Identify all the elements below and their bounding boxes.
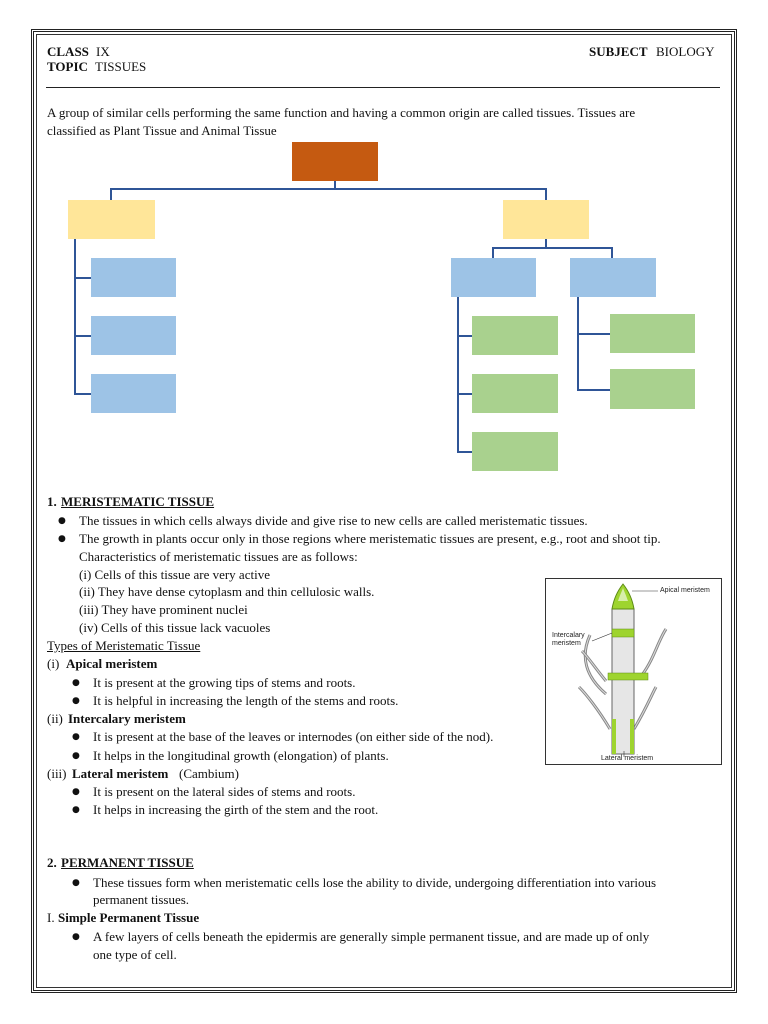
tree-connector: [577, 333, 610, 335]
lateral-strip-icon: [630, 719, 634, 754]
simple-title: Simple Permanent Tissue: [58, 910, 200, 925]
tree-connector: [457, 393, 472, 395]
tree-connector: [545, 239, 547, 248]
leaf-icon: [583, 634, 607, 696]
header-divider: [46, 87, 720, 88]
tree-right-child-1: [451, 258, 536, 297]
topic-label: TOPIC: [47, 59, 88, 74]
tree-leaf-1: [472, 316, 558, 355]
tree-left-child-2: [91, 316, 176, 355]
tree-connector: [334, 181, 336, 189]
intro-line-2: classified as Plant Tissue and Animal Ti…: [47, 123, 277, 138]
bullet-icon: ●: [72, 732, 80, 742]
intercalary-bullet-2: It helps in the longitudinal growth (elo…: [93, 748, 389, 763]
tree-connector: [74, 393, 91, 395]
bullet-icon: ●: [72, 932, 80, 942]
permanent-bullet-1-cont: permanent tissues.: [93, 892, 190, 907]
intercalary-meristem-label-line1: Intercalary: [552, 632, 585, 639]
characteristic-2: (ii) They have dense cytoplasm and thin …: [79, 584, 375, 599]
tree-connector: [457, 297, 459, 452]
section-1-heading: MERISTEMATIC TISSUE: [61, 494, 215, 509]
intercalary-band-icon: [611, 628, 635, 638]
characteristic-4: (iv) Cells of this tissue lack vacuoles: [79, 620, 271, 635]
tree-connector: [492, 247, 494, 258]
types-heading: Types of Meristematic Tissue: [47, 638, 201, 653]
tree-connector: [577, 297, 579, 390]
characteristic-3: (iii) They have prominent nuclei: [79, 602, 248, 617]
section-1-number: 1.: [47, 494, 57, 509]
apical-prefix: (i): [47, 656, 60, 671]
bullet-icon: ●: [58, 534, 66, 544]
tree-leaf-3: [472, 432, 558, 471]
tree-connector: [110, 188, 112, 200]
tree-connector: [492, 247, 613, 249]
tree-left-box: [68, 200, 155, 239]
tree-connector: [74, 335, 91, 337]
tree-connector: [545, 188, 547, 200]
tree-right-box: [503, 200, 589, 239]
tree-left-child-1: [91, 258, 176, 297]
meristem-figure: Apical meristem Intercalary meristem Lat…: [545, 578, 722, 765]
class-value: IX: [96, 44, 110, 59]
lateral-prefix: (iii): [47, 766, 67, 781]
bullet-icon: ●: [72, 787, 80, 797]
meristematic-bullet-2-cont: Characteristics of meristematic tissues …: [79, 549, 358, 564]
apical-title: Apical meristem: [66, 656, 158, 671]
tree-connector: [74, 239, 76, 394]
tree-connector: [110, 188, 547, 190]
simple-bullet-1-cont: one type of cell.: [93, 947, 177, 962]
tree-connector: [611, 247, 613, 258]
subject-value: BIOLOGY: [656, 44, 715, 59]
apical-meristem-label: Apical meristem: [660, 587, 710, 594]
bullet-icon: ●: [58, 516, 66, 526]
meristematic-bullet-1: The tissues in which cells always divide…: [79, 513, 588, 528]
section-2-number: 2.: [47, 855, 57, 870]
page-border: [31, 29, 737, 993]
characteristic-1: (i) Cells of this tissue are very active: [79, 567, 270, 582]
intercalary-band-icon: [607, 672, 649, 681]
plant-stem-diagram: [577, 583, 668, 757]
lateral-strip-icon: [612, 719, 616, 754]
class-label: CLASS: [47, 44, 89, 59]
lateral-bullet-2: It helps in increasing the girth of the …: [93, 802, 379, 817]
tree-right-child-2: [570, 258, 656, 297]
intro-line-1: A group of similar cells performing the …: [47, 105, 636, 120]
lateral-bullet-1: It is present on the lateral sides of st…: [93, 784, 356, 799]
intercalary-prefix: (ii): [47, 711, 63, 726]
bullet-icon: ●: [72, 751, 80, 761]
tree-connector: [457, 335, 472, 337]
tree-root-box: [292, 142, 378, 181]
section-2-heading: PERMANENT TISSUE: [61, 855, 194, 870]
topic-value: TISSUES: [95, 59, 147, 74]
apical-bullet-2: It is helpful in increasing the length o…: [93, 693, 399, 708]
permanent-bullet-1: These tissues form when meristematic cel…: [93, 875, 657, 890]
simple-bullet-1: A few layers of cells beneath the epider…: [93, 929, 650, 944]
tree-connector: [74, 277, 91, 279]
tree-leaf-2: [472, 374, 558, 413]
tree-left-child-3: [91, 374, 176, 413]
tree-leaf-4: [610, 314, 695, 353]
bullet-icon: ●: [72, 696, 80, 706]
lateral-meristem-label: Lateral meristem: [601, 755, 654, 762]
meristematic-bullet-2: The growth in plants occur only in those…: [79, 531, 661, 546]
lateral-suffix: (Cambium): [179, 766, 239, 781]
bullet-icon: ●: [72, 878, 80, 888]
intercalary-bullet-1: It is present at the base of the leaves …: [93, 729, 494, 744]
tree-connector: [577, 389, 610, 391]
tree-leaf-5: [610, 369, 695, 409]
subject-label: SUBJECT: [589, 44, 648, 59]
tree-connector: [457, 451, 472, 453]
pointer-line: [591, 632, 613, 642]
apical-bullet-1: It is present at the growing tips of ste…: [93, 675, 356, 690]
intercalary-meristem-label-line2: meristem: [552, 640, 581, 647]
bullet-icon: ●: [72, 678, 80, 688]
lateral-title: Lateral meristem: [72, 766, 169, 781]
simple-prefix: I.: [47, 910, 55, 925]
bullet-icon: ●: [72, 805, 80, 815]
intercalary-title: Intercalary meristem: [68, 711, 186, 726]
